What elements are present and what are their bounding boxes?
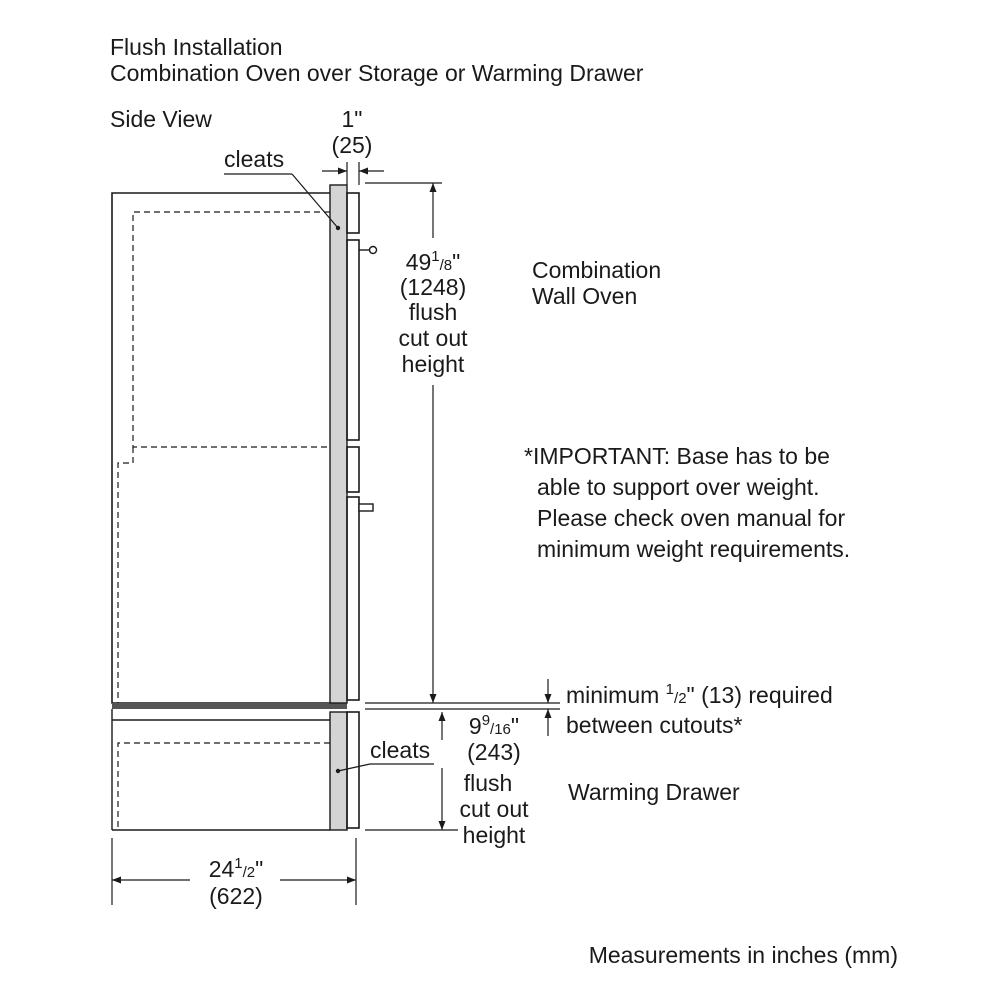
lower-cabinet xyxy=(111,709,360,831)
min-gap-line-1: minimum 1/2" (13) required xyxy=(566,681,833,708)
dimension-drawer-height: 99/16" (243) flush cut out height xyxy=(365,712,529,848)
dim-depth-inch: 241/2" xyxy=(209,855,264,882)
dim-oven-height-mm: (1248) xyxy=(400,274,466,300)
dim-1in-mm: (25) xyxy=(332,132,373,158)
dimension-oven-height: 491/8" (1248) flush cut out height xyxy=(365,182,560,704)
base-shelf xyxy=(112,703,347,709)
cleats-label-bottom: cleats xyxy=(370,737,430,763)
min-gap-line-2: between cutouts* xyxy=(566,712,743,738)
important-note-line-1: *IMPORTANT: Base has to be xyxy=(524,443,830,469)
dim-drawer-height-cutout: cut out xyxy=(459,796,529,822)
title-line-2: Combination Oven over Storage or Warming… xyxy=(110,60,644,86)
dimension-min-gap: minimum 1/2" (13) required between cutou… xyxy=(365,679,833,738)
oven-front xyxy=(346,192,378,701)
cleats-label-top: cleats xyxy=(224,146,284,172)
dim-1in-inch: 1" xyxy=(342,106,363,132)
dim-oven-height-flush: flush xyxy=(409,299,458,325)
oven-label-line-2: Wall Oven xyxy=(532,283,637,309)
dimension-depth: 241/2" (622) xyxy=(111,838,357,909)
dim-oven-height-height: height xyxy=(402,351,465,377)
dim-drawer-height-height: height xyxy=(463,822,526,848)
dim-drawer-height-flush: flush xyxy=(464,770,513,796)
dim-drawer-height-mm: (243) xyxy=(467,739,521,765)
dim-oven-height-cutout: cut out xyxy=(398,325,468,351)
important-note-line-2: able to support over weight. xyxy=(537,474,820,500)
dimension-1-inch: 1" (25) xyxy=(322,106,384,185)
upper-cabinet xyxy=(111,192,347,709)
measurements-note: Measurements in inches (mm) xyxy=(589,942,898,968)
dim-drawer-height-inch: 99/16" xyxy=(469,712,519,739)
upper-handle-icon xyxy=(368,245,378,255)
important-note-line-4: minimum weight requirements. xyxy=(537,536,850,562)
dim-depth-mm: (622) xyxy=(209,883,263,909)
important-note-line-3: Please check oven manual for xyxy=(537,505,845,531)
view-label: Side View xyxy=(110,106,212,132)
drawer-label: Warming Drawer xyxy=(568,779,740,805)
title-line-1: Flush Installation xyxy=(110,34,283,60)
important-note: *IMPORTANT: Base has to be able to suppo… xyxy=(524,443,850,562)
lower-handle-icon xyxy=(358,503,374,512)
oven-label-line-1: Combination xyxy=(532,257,661,283)
dim-oven-height-inch: 491/8" xyxy=(406,248,461,275)
cleat-upper xyxy=(329,184,348,704)
